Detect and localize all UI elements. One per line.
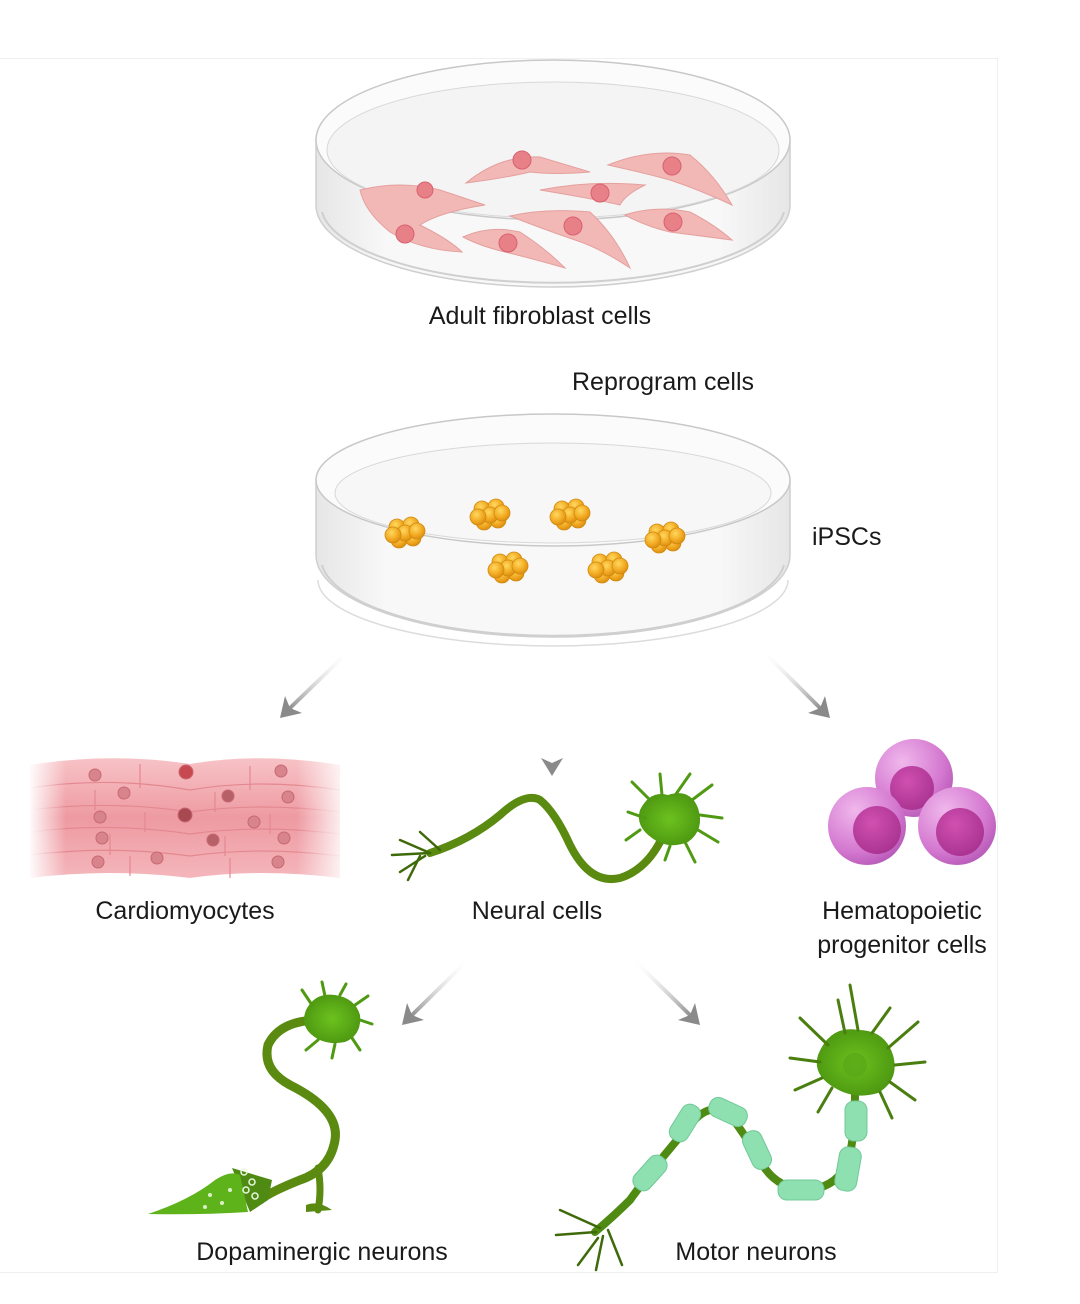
fibroblast-cell (606, 152, 734, 207)
dopaminergic-neuron (148, 980, 374, 1215)
label-reprogram-cells: Reprogram cells (572, 368, 755, 396)
fibroblast-cell (623, 208, 734, 241)
neural-cell (390, 772, 724, 883)
fibroblast-cell (539, 182, 647, 206)
ipsc-cell (493, 504, 511, 522)
label-cardiomyocytes: Cardiomyocytes (95, 897, 275, 925)
ipsc-colony (644, 521, 686, 554)
ipsc-cell (469, 508, 487, 526)
ipsc-cell (408, 522, 426, 540)
arrow-to-motor (630, 956, 700, 1025)
arrow-to-dopaminergic (402, 956, 472, 1025)
fibroblast-cell (359, 181, 486, 253)
ipsc-cell (644, 531, 662, 549)
ipsc-cell (573, 504, 591, 522)
ipsc-cell (611, 557, 629, 575)
ipsc-colony (549, 498, 591, 531)
hematopoietic-cells (828, 739, 996, 865)
label-hematopoietic-line2: progenitor cells (817, 931, 987, 959)
label-neural-cells: Neural cells (471, 897, 603, 925)
label-dopaminergic-neurons: Dopaminergic neurons (196, 1238, 448, 1266)
hematopoietic-cell (918, 787, 996, 865)
ipsc-cell (511, 557, 529, 575)
ipsc-cell (587, 561, 605, 579)
label-hematopoietic-line1: Hematopoietic (822, 897, 982, 925)
ipsc-cell (549, 508, 567, 526)
fibroblast-cell (461, 228, 567, 270)
fibroblast-cell (508, 210, 632, 270)
label-ipscs: iPSCs (812, 523, 882, 551)
ipsc-colony (487, 551, 529, 584)
hematopoietic-cell (828, 787, 906, 865)
ipsc-colony (587, 551, 629, 584)
fibroblast-cell (464, 150, 591, 184)
label-motor-neurons: Motor neurons (675, 1238, 837, 1266)
ipsc-colonies (384, 498, 686, 584)
arrow-to-neural-cells (541, 683, 563, 776)
cardiomyocyte-tissue (28, 748, 344, 883)
petri-dish-ipscs (315, 413, 791, 647)
ipsc-cell (487, 561, 505, 579)
ipsc-colony (469, 498, 511, 531)
arrow-to-hematopoietic (760, 648, 830, 718)
figure-frame (0, 58, 998, 1273)
ipsc-cell (668, 527, 686, 545)
label-adult-fibroblast-cells: Adult fibroblast cells (428, 302, 652, 330)
ipsc-cell (384, 526, 402, 544)
motor-neuron (554, 983, 927, 1272)
arrow-to-cardiomyocytes (280, 648, 352, 718)
fibroblast-cells (359, 150, 734, 270)
ipsc-colony (384, 516, 426, 549)
